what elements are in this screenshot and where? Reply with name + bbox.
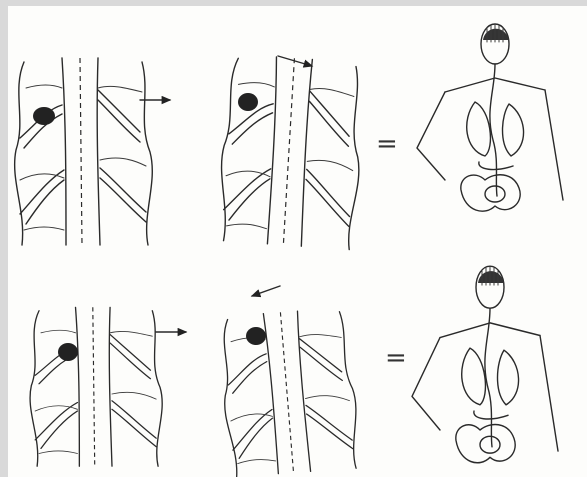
row1-step1-spine — [15, 58, 153, 245]
row2-equals-sign: = — [385, 343, 407, 373]
row1-equals-sign: = — [376, 129, 398, 159]
row1-shift-arrow — [278, 56, 312, 66]
row2-shift-arrow — [252, 286, 280, 296]
row1-step2-spine — [216, 54, 366, 250]
row1-stick-figure — [417, 24, 563, 211]
row2-step1-spine — [30, 307, 162, 466]
row2-stick-figure — [412, 266, 558, 463]
row2-step2-spine — [218, 308, 360, 477]
